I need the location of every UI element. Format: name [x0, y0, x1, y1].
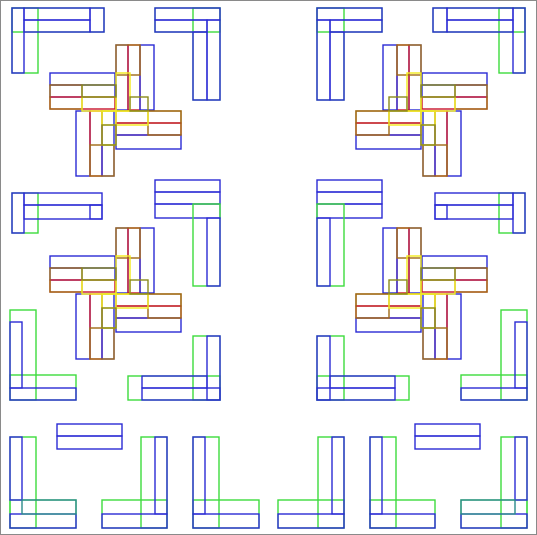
- diagram-canvas: [0, 0, 537, 535]
- tiling-figure: [0, 0, 537, 535]
